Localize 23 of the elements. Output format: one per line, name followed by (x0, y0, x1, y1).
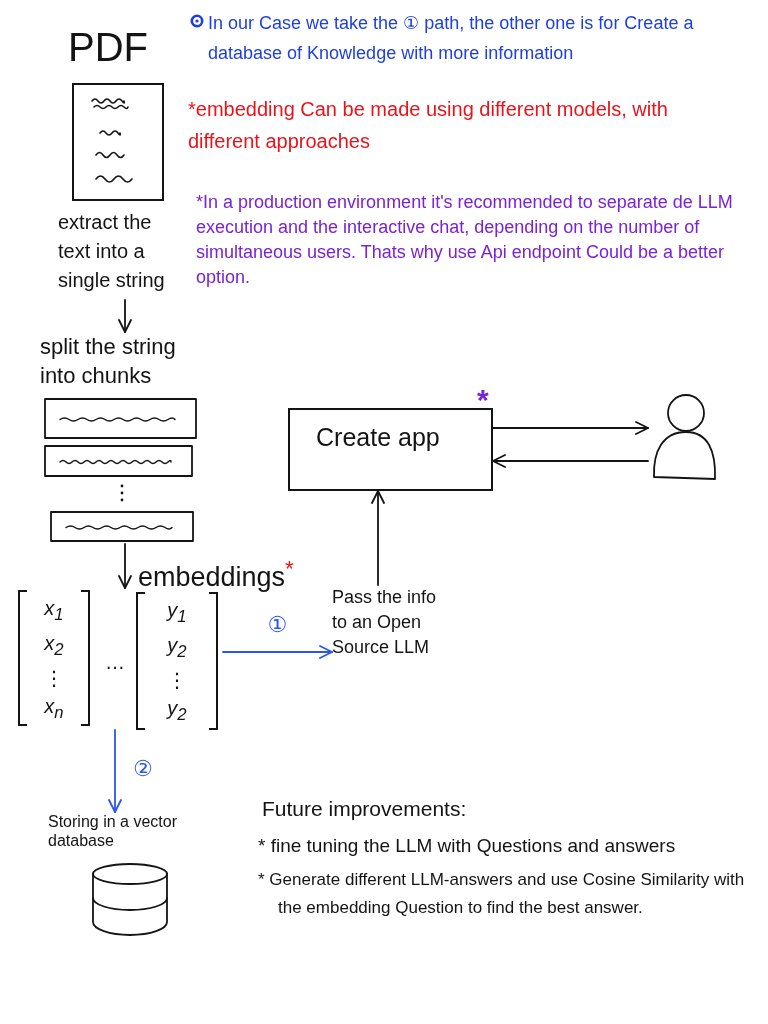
list-item: * fine tuning the LLM with Questions and answers (258, 834, 677, 858)
note-text: In our Case we take the ① path, the other one is for Create a database of Knowledge with more information (208, 12, 695, 65)
vector-matrix: y$_{1}$ y$_{2}$ ⋮ y$_{2}$ (136, 592, 218, 730)
step-text: extract the text into a single string (58, 208, 184, 300)
heading-text: embeddings$^{*}$ (138, 555, 295, 591)
vector-matrix: x$_{1}$ x$_{2}$ ⋮ x$_{n}$ (18, 590, 90, 726)
arrow (118, 543, 132, 589)
step-text: Storing in a vector database (48, 812, 178, 851)
process-box: Create app (288, 408, 493, 491)
arrow (492, 454, 649, 468)
document-title: PDF (68, 24, 149, 71)
arrow (222, 645, 333, 659)
note-text: *embedding Can be made using different models, with different approaches (188, 97, 669, 154)
arrow (118, 299, 132, 333)
ellipsis-text: … (104, 650, 126, 674)
arrow (371, 490, 385, 586)
arrow (108, 729, 122, 813)
list-heading: Future improvements: (262, 796, 468, 822)
step-text: Pass the info to an Open Source LLM (332, 585, 450, 665)
list-item: * Generate different LLM-answers and use Cosine Similarity with the embedding Question to find the best answer. (258, 869, 746, 919)
arrow (492, 421, 649, 435)
note-text: *In a production environment it's recommended to separate de LLM execution and the interactive chat, depending on the number of simultaneous users. Thats why use Api endpoint Could be a better option. (196, 191, 734, 289)
step-text: split the string into chunks (40, 333, 177, 390)
